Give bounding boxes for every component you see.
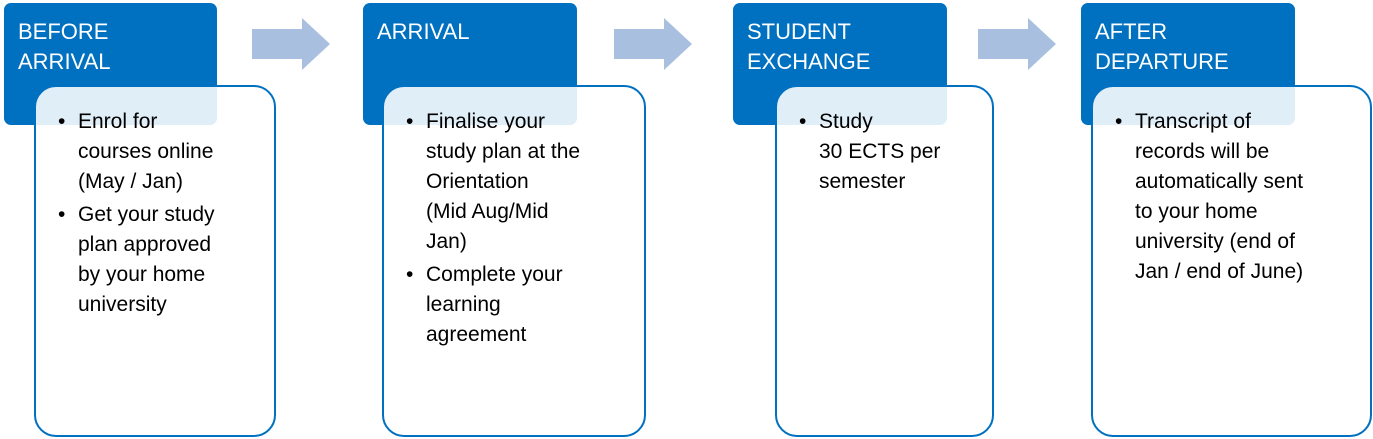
arrow-right-icon xyxy=(252,18,330,70)
step-list: •Transcript of records will be automatic… xyxy=(1109,107,1356,287)
step-list: • Finalise your study plan at the Orient… xyxy=(400,107,630,350)
bullet-icon: • xyxy=(406,263,414,286)
bullet-icon: • xyxy=(58,203,66,226)
list-item: • Finalise your study plan at the Orient… xyxy=(400,107,630,257)
list-item: •Complete your learning agreement xyxy=(400,260,630,350)
list-item: •Transcript of records will be automatic… xyxy=(1109,107,1356,287)
list-item: •Study 30 ECTS per semester xyxy=(793,107,978,197)
step-list: •Study 30 ECTS per semester xyxy=(793,107,978,197)
arrow-right-icon xyxy=(978,18,1056,70)
bullet-icon: • xyxy=(58,110,66,133)
bullet-icon: • xyxy=(1115,110,1123,133)
bullet-icon: • xyxy=(799,110,807,133)
stage-card: •Study 30 ECTS per semester xyxy=(775,85,994,437)
stage-card: •Enrol for courses online (May / Jan) • … xyxy=(34,85,276,437)
step-list: •Enrol for courses online (May / Jan) • … xyxy=(52,107,260,320)
list-item: • Get your study plan approved by your h… xyxy=(52,200,260,320)
stage-card: • Finalise your study plan at the Orient… xyxy=(382,85,646,437)
list-item: •Enrol for courses online (May / Jan) xyxy=(52,107,260,197)
stage-card: •Transcript of records will be automatic… xyxy=(1091,85,1372,437)
arrow-right-icon xyxy=(614,18,692,70)
bullet-icon: • xyxy=(406,110,414,133)
